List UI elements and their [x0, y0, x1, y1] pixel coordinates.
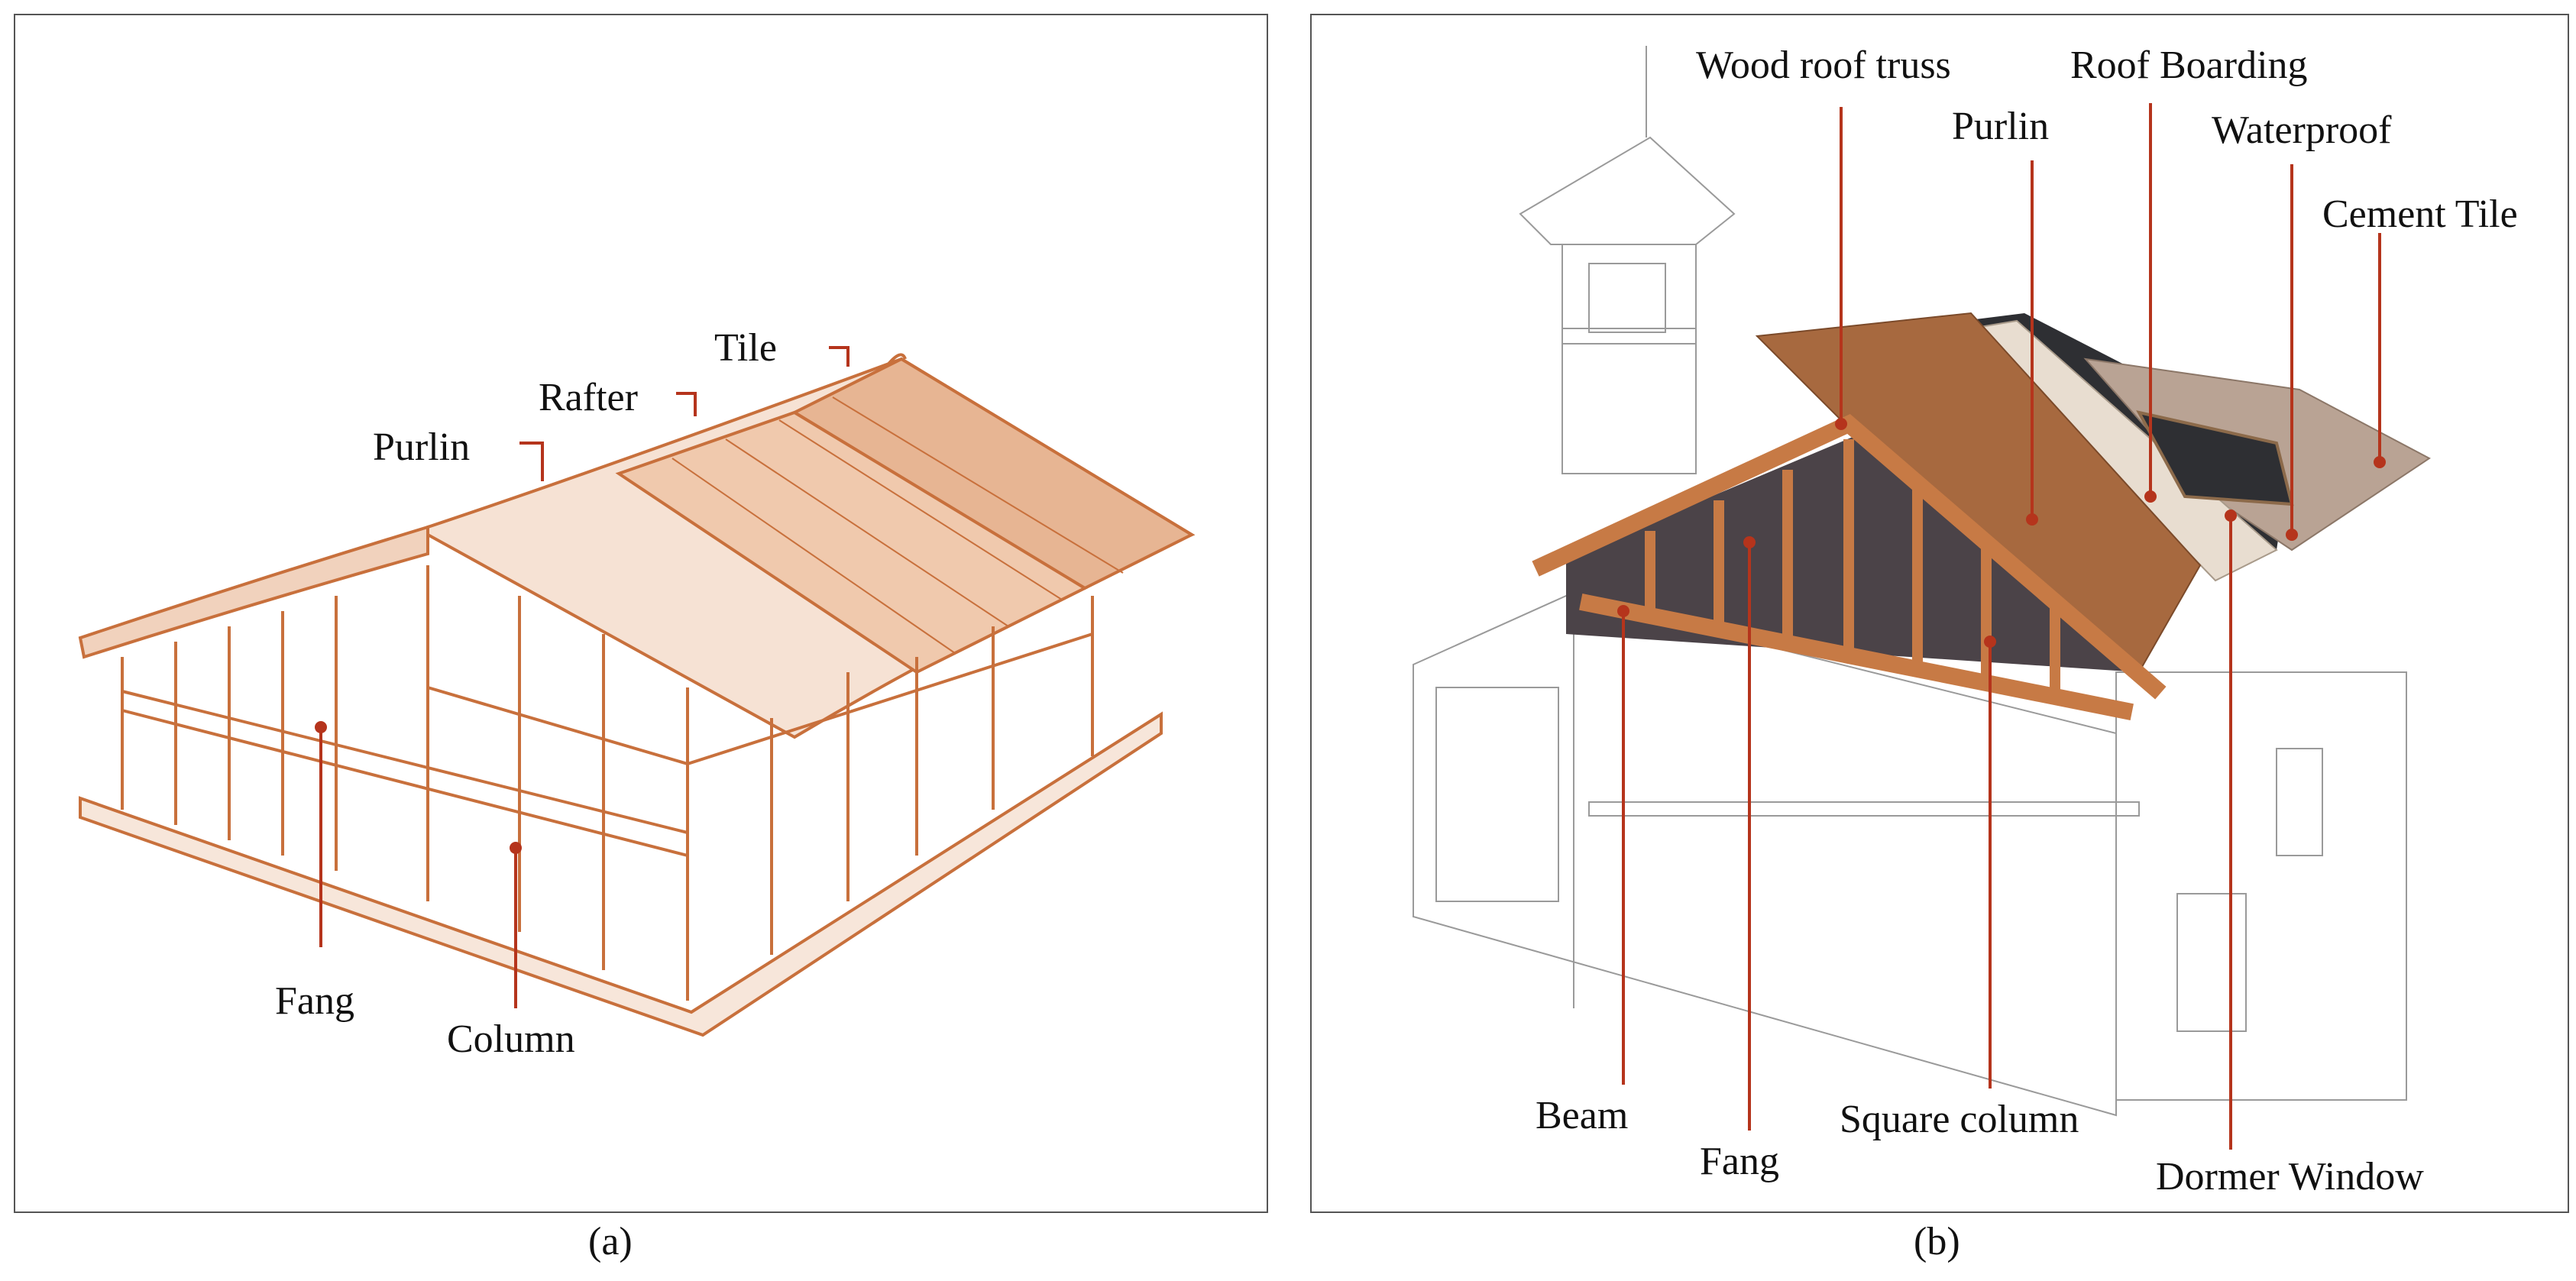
column-dot: [510, 842, 522, 854]
label-purlin-b: Purlin: [1952, 105, 2050, 148]
panel-b-dots: [1617, 418, 2386, 648]
panel-a-leaders: [319, 346, 849, 1008]
label-fang-b: Fang: [1700, 1140, 1779, 1183]
purlin-leader: [519, 442, 544, 481]
label-tile: Tile: [714, 326, 777, 370]
truss-verticals: [1645, 439, 2060, 697]
label-purlin-a: Purlin: [373, 425, 471, 469]
rafter-area: [615, 410, 1089, 674]
caption-b: (b): [1914, 1220, 1960, 1263]
label-beam: Beam: [1536, 1094, 1629, 1137]
caption-a: (a): [588, 1220, 633, 1263]
label-cement-tile: Cement Tile: [2322, 192, 2518, 236]
label-roof-boarding: Roof Boarding: [2070, 44, 2308, 87]
label-waterproof: Waterproof: [2212, 108, 2392, 152]
panel-b-leaders: [1622, 103, 2381, 1150]
rafter-leader: [676, 392, 697, 416]
left-roof-slope: [78, 525, 429, 659]
wood-truss: [1532, 414, 2167, 720]
label-wood-roof-truss: Wood roof truss: [1696, 44, 1951, 87]
label-column: Column: [447, 1017, 575, 1061]
platform: [79, 711, 1163, 1037]
label-dormer-window: Dormer Window: [2156, 1155, 2424, 1199]
panel-a-illustration: [78, 353, 1196, 1037]
panel-b-building-outline: [1413, 46, 2407, 1117]
fang-dot: [315, 721, 327, 733]
label-square-column: Square column: [1840, 1098, 2079, 1141]
rafter-lines: [672, 396, 1124, 654]
label-rafter: Rafter: [539, 376, 638, 419]
label-fang-a: Fang: [275, 979, 354, 1023]
wood-roof-deck: [1755, 312, 2202, 674]
fang-beams-a: [121, 632, 1093, 857]
columns-a: [121, 565, 1094, 1001]
tile-leader: [829, 346, 849, 367]
